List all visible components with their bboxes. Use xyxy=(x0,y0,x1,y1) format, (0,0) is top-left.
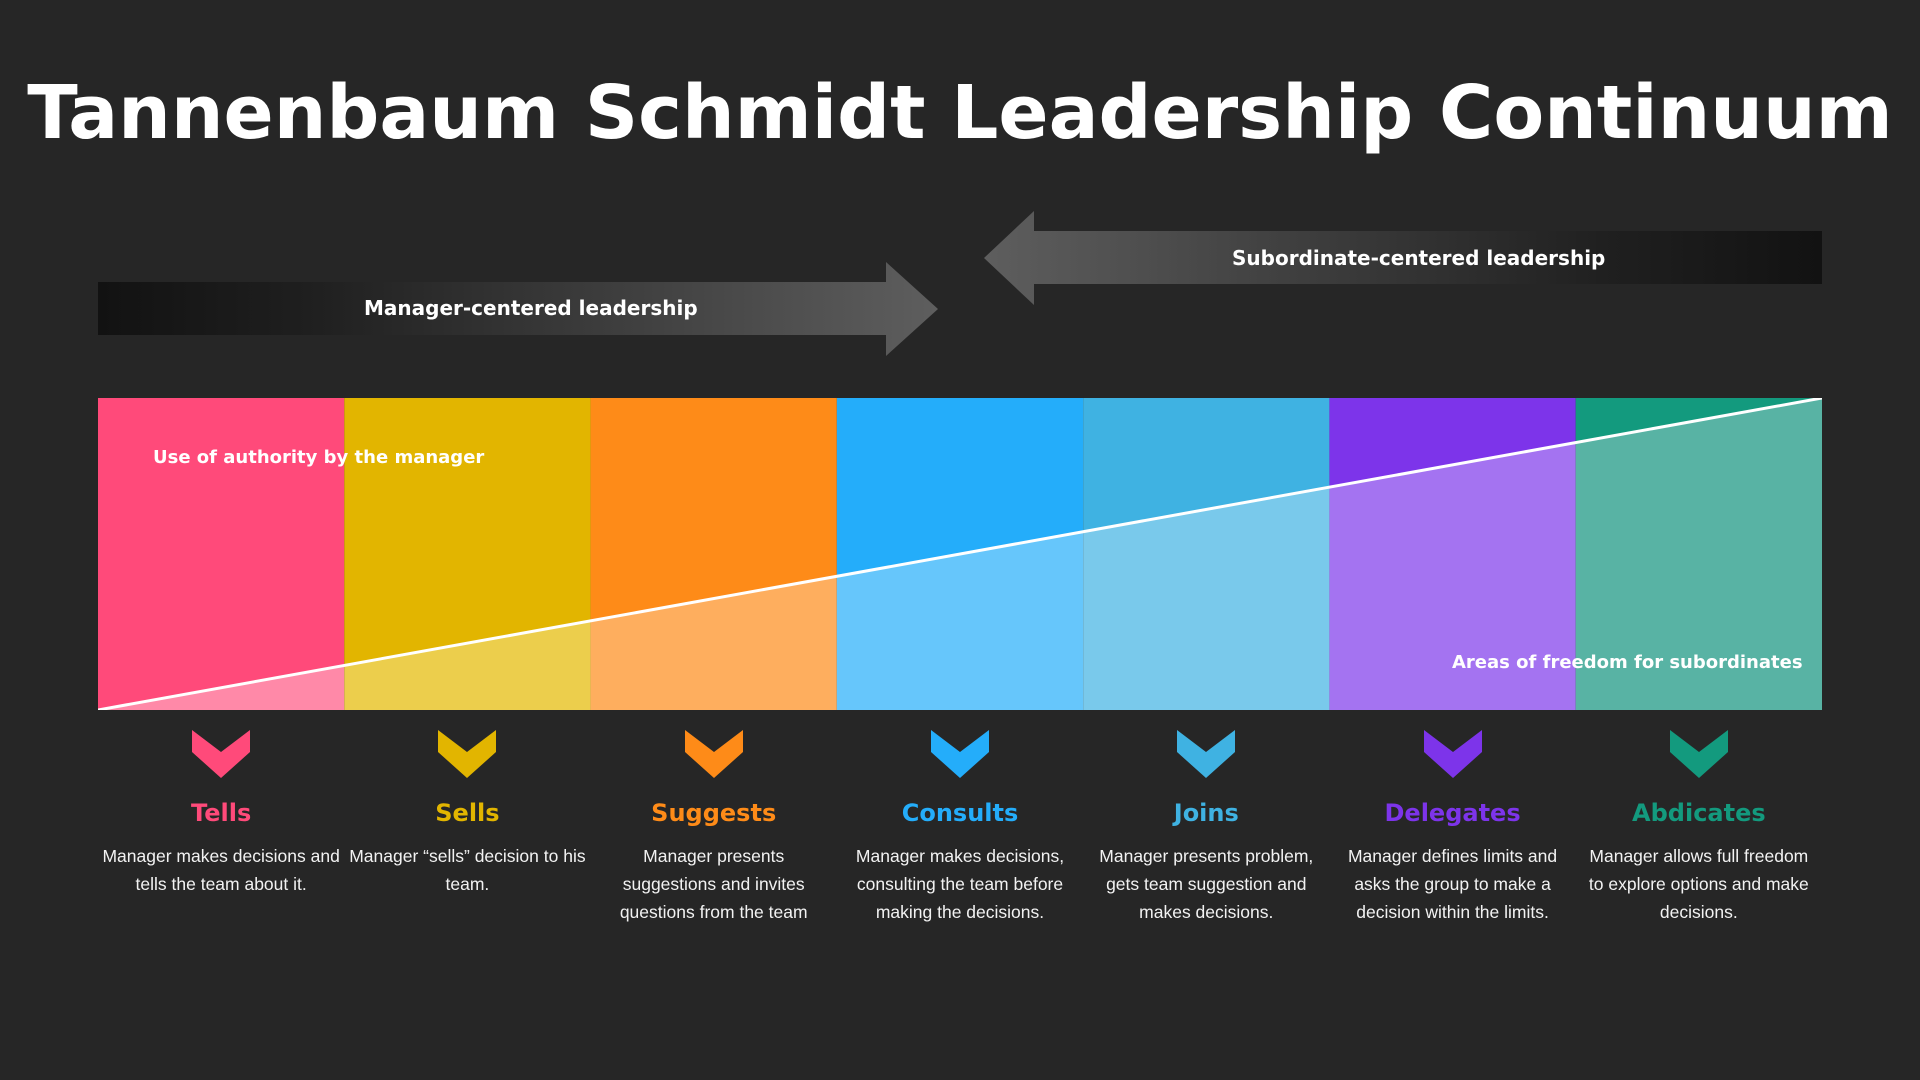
style-column-abdicates: Abdicates Manager allows full freedom to… xyxy=(1576,730,1822,926)
chevron-down-icon xyxy=(931,730,989,778)
style-description: Manager presents suggestions and invites… xyxy=(619,846,808,922)
style-column-joins: Joins Manager presents problem, gets tea… xyxy=(1083,730,1329,926)
leadership-continuum-band xyxy=(98,398,1822,710)
authority-segment-consults xyxy=(836,398,1084,577)
style-description: Manager makes decisions, consulting the … xyxy=(855,846,1065,922)
style-description: Manager makes decisions and tells the te… xyxy=(102,846,340,894)
authority-label: Use of authority by the manager xyxy=(153,447,485,468)
style-name: Suggests xyxy=(651,799,777,827)
freedom-label: Areas of freedom for subordinates xyxy=(1452,652,1803,673)
style-name: Joins xyxy=(1173,799,1239,827)
style-column-tells: Tells Manager makes decisions and tells … xyxy=(98,730,344,898)
chevron-down-icon xyxy=(1669,730,1728,778)
style-description: Manager defines limits and asks the grou… xyxy=(1347,846,1558,922)
freedom-segment-delegates xyxy=(1329,442,1576,710)
authority-segment-delegates xyxy=(1329,398,1576,488)
authority-segment-suggests xyxy=(590,398,837,621)
manager-centered-arrow xyxy=(98,262,938,356)
style-description: Manager allows full freedom to explore o… xyxy=(1588,846,1809,922)
style-column-consults: Consults Manager makes decisions, consul… xyxy=(837,730,1083,926)
chevron-down-icon xyxy=(684,730,743,778)
subordinate-centered-arrow xyxy=(984,211,1822,305)
authority-segment-sells xyxy=(344,398,591,666)
subordinate-centered-label: Subordinate-centered leadership xyxy=(1232,246,1606,270)
freedom-segment-joins xyxy=(1083,487,1330,710)
style-name: Abdicates xyxy=(1632,799,1766,827)
style-name: Delegates xyxy=(1384,799,1521,827)
style-column-sells: Sells Manager “sells” decision to his te… xyxy=(344,730,590,898)
page-title: Tannenbaum Schmidt Leadership Continuum xyxy=(27,70,1893,156)
style-description: Manager “sells” decision to his team. xyxy=(349,846,586,894)
authority-segment-joins xyxy=(1083,398,1330,532)
continuum-diagonal-line xyxy=(98,398,1822,710)
freedom-segment-abdicates xyxy=(1575,398,1822,710)
style-name: Tells xyxy=(191,799,252,827)
freedom-segment-sells xyxy=(344,620,591,710)
style-name: Consults xyxy=(901,799,1019,827)
style-column-delegates: Delegates Manager defines limits and ask… xyxy=(1330,730,1576,926)
chevron-down-icon xyxy=(1423,730,1482,778)
chevron-down-icon xyxy=(438,730,497,778)
chevron-down-icon xyxy=(1177,730,1236,778)
direction-arrows xyxy=(98,211,1822,356)
freedom-segment-consults xyxy=(836,531,1084,710)
style-column-suggests: Suggests Manager presents suggestions an… xyxy=(591,730,837,926)
chevron-down-icon xyxy=(192,730,251,778)
freedom-segment-suggests xyxy=(590,576,837,710)
authority-segment-tells xyxy=(98,398,345,710)
manager-centered-label: Manager-centered leadership xyxy=(364,296,698,320)
style-name: Sells xyxy=(435,799,500,827)
style-description: Manager presents problem, gets team sugg… xyxy=(1099,846,1314,922)
